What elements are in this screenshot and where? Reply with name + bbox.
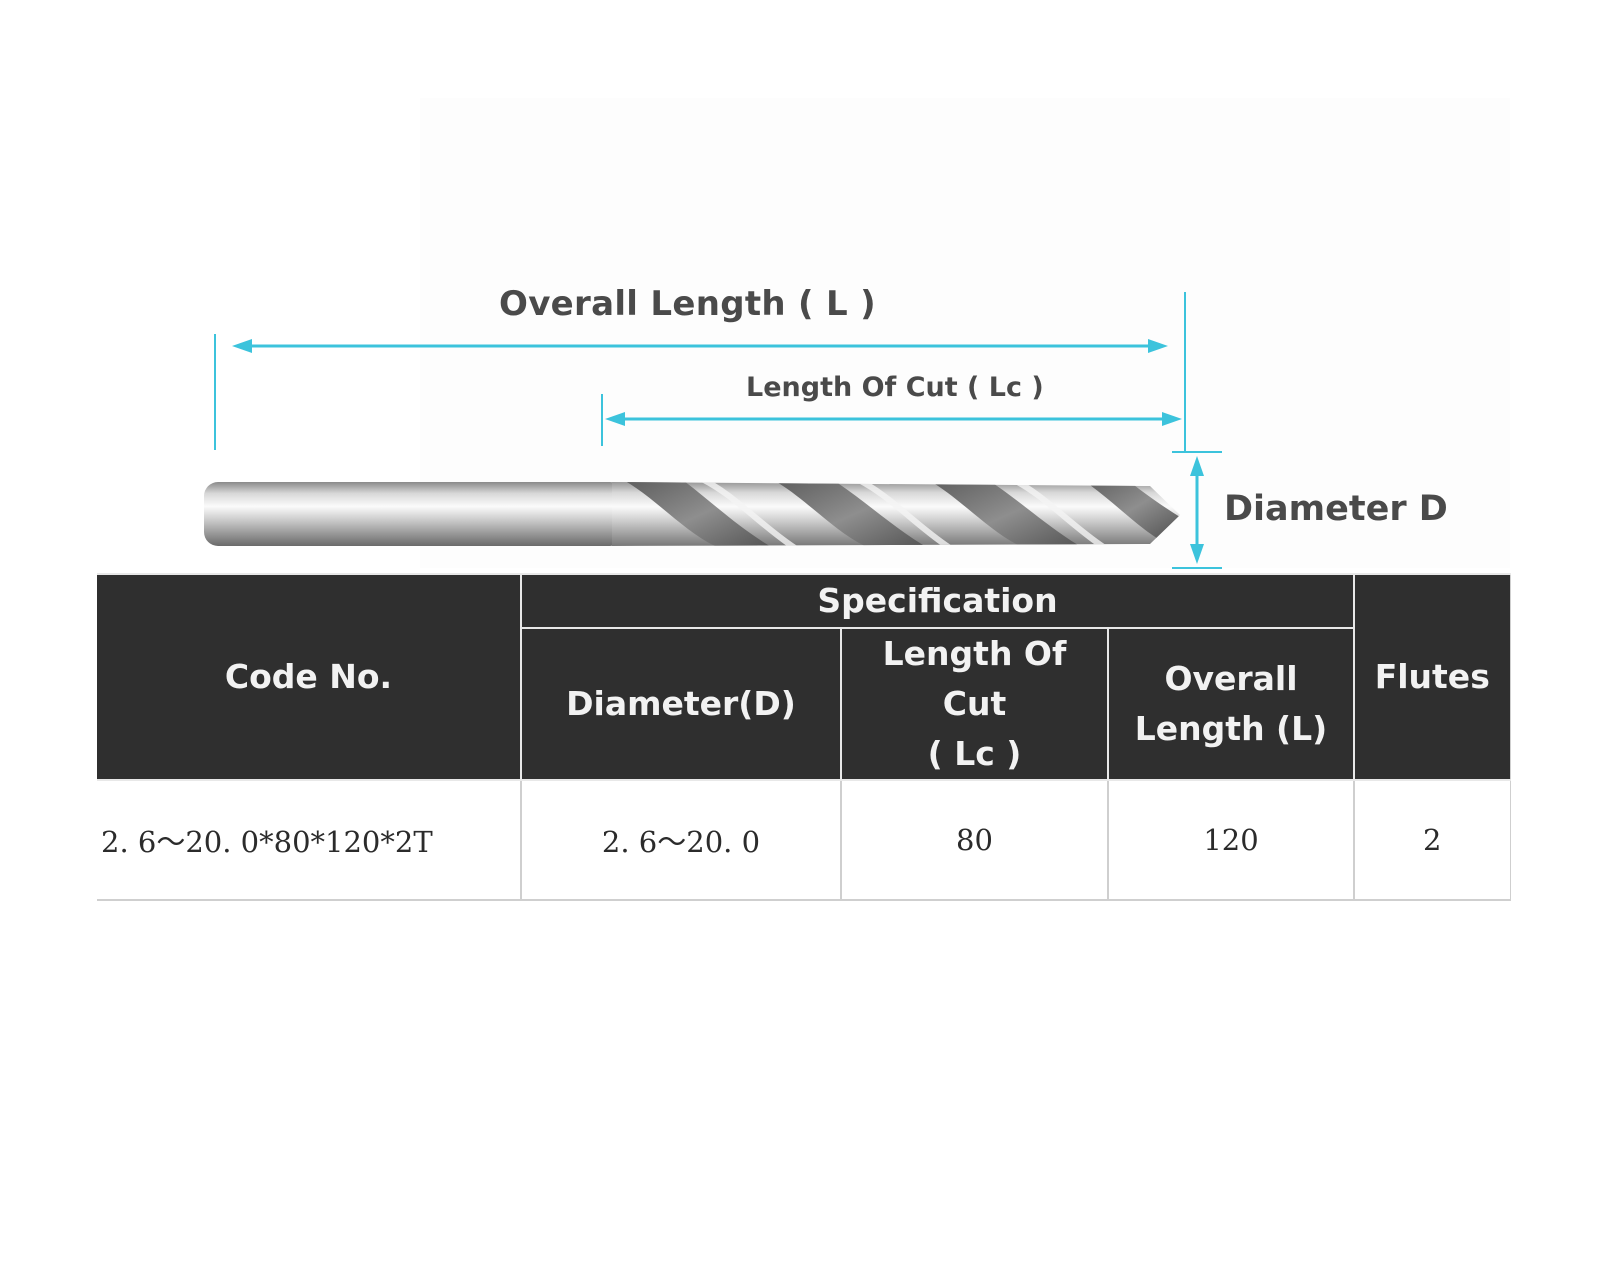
length-of-cut-dimension: [601, 394, 1182, 446]
diameter-dimension: [1172, 451, 1222, 569]
header-specification: Specification: [519, 573, 1356, 629]
diameter-label: Diameter D: [1224, 489, 1448, 529]
specification-table: Code No. Specification Flutes Diameter(D…: [97, 573, 1511, 901]
header-length-of-cut-line2: ( Lc ): [927, 734, 1022, 773]
drill-shank: [204, 482, 624, 546]
cell-diameter: 2. 6～20. 0: [521, 780, 842, 901]
table-row: 2. 6～20. 0*80*120*2T 2. 6～20. 0 80 120 2: [97, 780, 1511, 901]
header-overall-line1: Overall: [1164, 659, 1298, 698]
header-length-of-cut-line1: Length Of Cut: [882, 634, 1067, 723]
drill-illustration: [204, 98, 1510, 569]
header-code-no: Code No.: [97, 573, 522, 781]
header-overall-line2: Length (L): [1134, 709, 1328, 748]
length-of-cut-label: Length Of Cut ( Lc ): [746, 372, 1044, 403]
drill-flutes: [612, 482, 1180, 546]
cell-flutes: 2: [1354, 780, 1511, 901]
header-flutes: Flutes: [1353, 573, 1511, 781]
cell-overall-length: 120: [1108, 780, 1356, 901]
overall-length-label: Overall Length ( L ): [499, 284, 876, 324]
cell-length-of-cut: 80: [841, 780, 1109, 901]
header-length-of-cut: Length Of Cut ( Lc ): [840, 627, 1109, 781]
overall-length-dimension: [214, 292, 1186, 452]
header-diameter: Diameter(D): [520, 627, 842, 781]
cell-code: 2. 6～20. 0*80*120*2T: [97, 780, 522, 901]
drill-dimension-diagram: Overall Length ( L ) Length Of Cut ( Lc …: [0, 0, 1600, 580]
header-overall-length: Overall Length (L): [1106, 627, 1356, 781]
